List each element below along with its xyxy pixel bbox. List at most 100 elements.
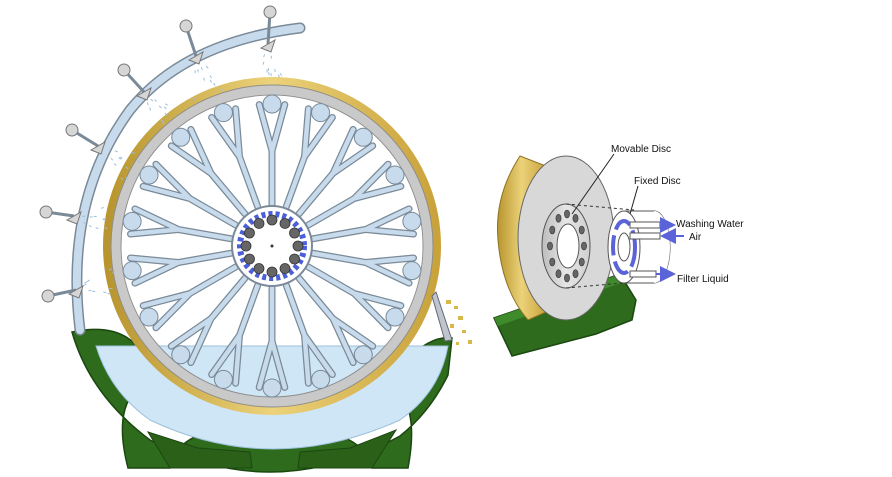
drum-filter-cell — [139, 165, 159, 185]
spray-drop — [203, 77, 206, 81]
movable-disc-hole — [581, 241, 587, 251]
spray-drop — [88, 224, 92, 228]
movable-disc-hole — [547, 241, 553, 251]
spray-drop — [205, 65, 209, 69]
drum-filter-cell — [171, 127, 191, 147]
rotary-valve-port — [279, 263, 291, 274]
drum-spoke-fill — [284, 283, 335, 386]
spray-drop — [84, 281, 88, 284]
drum-filter-cell — [402, 211, 422, 231]
drum-rim — [111, 85, 433, 407]
movable-disc-hole — [572, 269, 579, 279]
rotary-valve-port — [240, 240, 252, 252]
drum-filter-cell — [171, 345, 191, 365]
drum-filter-cell — [213, 103, 233, 123]
spray-drop — [118, 157, 122, 160]
label-fixed-disc: Fixed Disc — [634, 176, 681, 187]
drum-spoke-fill — [311, 251, 416, 286]
spray-nozzle-head — [67, 284, 84, 299]
spray-drop — [270, 55, 273, 59]
spray-drop — [125, 176, 128, 180]
label-filter-liquid: Filter Liquid — [677, 274, 729, 285]
drum-spoke-fill — [209, 106, 260, 209]
drum-spoke-fill — [306, 264, 404, 331]
spray-drop — [158, 105, 162, 109]
spray-drop — [146, 102, 149, 106]
spray-nozzle-head — [135, 86, 152, 101]
movable-disc-hole — [564, 209, 570, 219]
drum-filter-cell — [311, 103, 331, 123]
movable-disc-leader — [571, 153, 615, 215]
drum-spoke-fill — [140, 264, 238, 331]
spray-drop — [163, 106, 167, 110]
spray-drop — [160, 119, 164, 123]
spray-drop — [113, 163, 117, 167]
drum-filter-cell — [353, 127, 373, 147]
spray-nozzle-head — [65, 210, 82, 225]
spray-drop — [119, 156, 123, 159]
spray-drop — [83, 283, 87, 286]
label-movable-disc: Movable Disc — [611, 144, 671, 155]
filter-cake-layer — [103, 77, 441, 415]
drum-center-dot — [270, 244, 274, 248]
movable-disc-hole — [564, 273, 570, 283]
discharged-cake-particles — [446, 300, 472, 345]
spray-drop — [209, 79, 213, 83]
spray-drop — [274, 68, 276, 73]
drum-spoke-fill — [296, 127, 375, 217]
rotary-valve-port — [266, 266, 278, 278]
drum-spokes-group — [127, 101, 417, 391]
drum-spoke-fill — [284, 106, 335, 209]
drum-spoke-fill — [169, 275, 248, 365]
spray-drop — [213, 82, 216, 86]
spray-drop — [262, 61, 265, 65]
rotary-valve-port — [289, 227, 300, 239]
drum-filter-cell — [385, 165, 405, 185]
drum-filter-cell — [353, 345, 373, 365]
rotary-valve-port — [289, 253, 300, 265]
spray-drop — [209, 75, 213, 79]
spray-drop — [263, 54, 266, 58]
movable-disc-bore — [556, 223, 580, 269]
movable-disc-hole — [555, 269, 562, 279]
spray-nozzle-valve — [179, 19, 193, 33]
drum-filter-cell — [262, 378, 282, 398]
spray-nozzle-valve — [39, 205, 53, 219]
rotary-valve-port — [292, 240, 304, 252]
spray-drop — [154, 99, 158, 102]
spray-nozzle-valve — [117, 63, 131, 77]
movable-disc-hole — [549, 257, 556, 267]
movable-disc-holes-group — [547, 209, 587, 283]
rotary-valve-ring — [237, 211, 307, 281]
spray-drop — [112, 271, 116, 274]
fixed-disc-leader — [629, 185, 639, 215]
rotary-valve-port — [279, 218, 291, 229]
spray-drop — [95, 226, 99, 230]
spray-nozzle-head — [259, 38, 276, 53]
rotary-valve-port — [253, 218, 265, 229]
drum-spoke-fill — [128, 206, 233, 241]
drum-spoke-fill — [256, 285, 288, 390]
drum-filter-cell — [139, 307, 159, 327]
rotary-valve-port — [244, 253, 255, 265]
spray-nozzle-valve — [65, 123, 79, 137]
spray-drop — [162, 121, 165, 125]
spray-drop — [150, 98, 154, 102]
spray-drop — [87, 279, 91, 283]
spray-drop — [132, 152, 136, 154]
spray-drop — [200, 67, 203, 71]
rotary-valve-port — [244, 227, 255, 239]
spray-drop — [164, 103, 169, 106]
label-air: Air — [689, 232, 702, 243]
drum-filter-cell — [402, 261, 422, 281]
drum-filter-cell — [262, 94, 282, 114]
drum-spoke-fill — [209, 283, 260, 386]
spray-nozzle-valve — [41, 289, 55, 303]
drum-spoke-fill — [128, 251, 233, 286]
rotary-valve-port — [253, 263, 265, 274]
spray-drop — [279, 72, 282, 77]
movable-disc-hole — [549, 225, 556, 235]
drum-cells-group — [122, 94, 422, 398]
drum-spoke-fill — [140, 161, 238, 228]
